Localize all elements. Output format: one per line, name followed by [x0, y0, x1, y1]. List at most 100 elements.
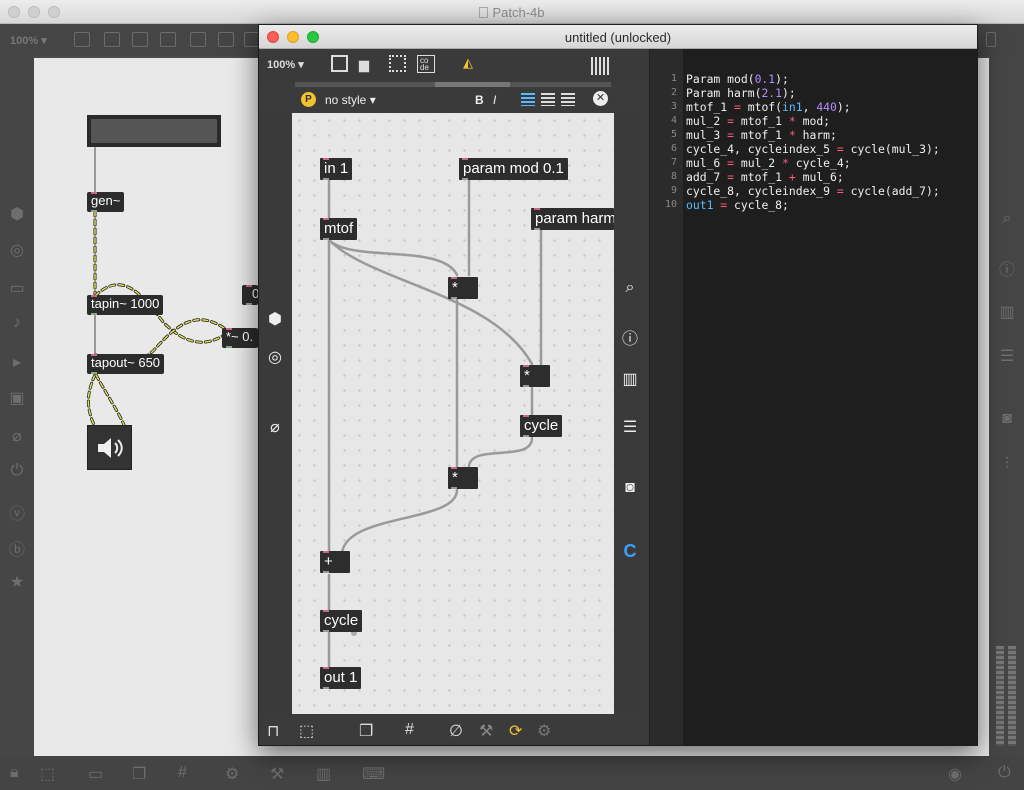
selection-icon[interactable]	[389, 55, 406, 72]
style-icon[interactable]: P	[301, 92, 316, 107]
gen-patcher-canvas[interactable]: in 1 param mod 0.1 param harm mtof * * c…	[292, 113, 614, 714]
plug-icon[interactable]: ⏻	[10, 462, 24, 479]
vimeo-icon[interactable]: ⓥ	[8, 506, 25, 523]
layers-icon[interactable]: ❐	[132, 766, 147, 783]
code-line[interactable]: Param mod(0.1);	[686, 72, 789, 86]
align-center-icon[interactable]	[541, 93, 555, 106]
presentation-icon[interactable]	[74, 32, 90, 47]
speaker-dac[interactable]	[87, 425, 132, 470]
multiply-object-c[interactable]: *	[448, 467, 478, 489]
search-icon[interactable]: ⌕	[625, 279, 635, 296]
param-harm-object[interactable]: param harm	[531, 208, 614, 230]
grid-icon[interactable]: #	[178, 764, 187, 781]
audio-play-icon[interactable]: ◉	[948, 766, 962, 783]
paint-bucket-icon[interactable]: ◭	[463, 55, 473, 70]
pane-divider[interactable]	[649, 49, 650, 745]
card-icon[interactable]: ▭	[9, 280, 25, 297]
comment-icon[interactable]	[132, 32, 148, 47]
cycle-object-b[interactable]: cycle	[320, 610, 363, 632]
code-line[interactable]: mul_3 = mtof_1 * harm;	[686, 128, 837, 142]
comment-icon[interactable]: ▆	[359, 57, 369, 72]
mtof-object[interactable]: mtof	[320, 218, 358, 240]
target-icon[interactable]: ◎	[10, 242, 24, 259]
bold-button[interactable]: B	[475, 93, 484, 107]
code-line[interactable]: cycle_4, cycleindex_5 = cycle(mul_3);	[686, 142, 940, 156]
refresh-icon[interactable]: ⟳	[509, 723, 523, 740]
star-icon[interactable]: ★	[9, 574, 25, 591]
toolbar-scroll[interactable]	[295, 82, 611, 87]
tapout-object[interactable]: tapout~ 650	[87, 354, 165, 374]
code-line[interactable]: mul_6 = mul_2 * cycle_4;	[686, 156, 851, 170]
mixer-icon[interactable]: ⫶	[1004, 456, 1009, 473]
lock-icon[interactable]: 🔒︎	[10, 764, 19, 781]
paperclip-icon[interactable]: ⌀	[12, 428, 22, 445]
style-selector[interactable]: no style ▾	[325, 93, 376, 107]
code-line[interactable]: out1 = cycle_8;	[686, 198, 789, 212]
debug-icon[interactable]: ⚙	[537, 723, 552, 740]
close-button[interactable]	[8, 6, 20, 18]
image-icon[interactable]: ▣	[9, 390, 25, 407]
button-icon[interactable]	[160, 32, 176, 47]
message-icon[interactable]	[104, 32, 120, 47]
toggle-icon[interactable]	[190, 32, 206, 47]
number-box[interactable]: 0	[242, 285, 258, 305]
piano-icon[interactable]: ▥	[316, 766, 332, 783]
close-style-icon[interactable]: ✕	[593, 91, 608, 106]
package-icon[interactable]: ⬢	[10, 206, 24, 223]
code-line[interactable]: mul_2 = mtof_1 * mod;	[686, 114, 831, 128]
pointer-icon[interactable]: ⬚	[40, 766, 56, 783]
out-1-object[interactable]: out 1	[320, 667, 362, 689]
presentation-mode-icon[interactable]: ▭	[88, 766, 104, 783]
layers-icon[interactable]: ❐	[359, 723, 374, 740]
number-icon[interactable]	[218, 32, 234, 47]
multiply-signal-object[interactable]: *~ 0.	[222, 328, 258, 348]
minimize-button[interactable]	[28, 6, 40, 18]
no-patch-icon[interactable]: ∅	[449, 723, 463, 740]
add-object[interactable]: +	[320, 551, 350, 573]
target-icon[interactable]: ◎	[268, 349, 282, 366]
info-icon[interactable]: ⓘ	[998, 262, 1015, 279]
code-line[interactable]: Param harm(2.1);	[686, 86, 796, 100]
in-1-object[interactable]: in 1	[320, 158, 353, 180]
minimize-button[interactable]	[287, 31, 299, 43]
play-icon[interactable]: ▸	[12, 354, 22, 371]
grid-view-icon[interactable]	[591, 57, 611, 75]
multiply-object-b[interactable]: *	[520, 365, 550, 387]
package-icon[interactable]: ⬢	[268, 311, 282, 328]
tapin-object[interactable]: tapin~ 1000	[87, 295, 164, 315]
search-icon[interactable]: ⌕	[1002, 210, 1012, 227]
wrench-icon[interactable]: ⚒	[270, 766, 285, 783]
power-icon[interactable]: ⏻	[998, 764, 1011, 781]
align-left-icon[interactable]	[521, 93, 535, 106]
keyboard-icon[interactable]: ⌨	[362, 766, 386, 783]
gen-object[interactable]: gen~	[87, 192, 125, 212]
pointer-icon[interactable]: ⬚	[299, 723, 315, 740]
gen-editor-window[interactable]: untitled (unlocked) 100% ▾ ▆ co de ◭ P n…	[258, 24, 978, 746]
panel-icon[interactable]	[331, 55, 348, 72]
code-button[interactable]: co de	[417, 55, 435, 73]
zoom-button[interactable]	[48, 6, 60, 18]
close-button[interactable]	[267, 31, 279, 43]
scope-display[interactable]	[87, 115, 221, 147]
code-line[interactable]: add_7 = mtof_1 + mul_6;	[686, 170, 844, 184]
list-icon[interactable]: ☰	[999, 348, 1015, 365]
camera-icon[interactable]: ◙	[625, 479, 635, 496]
hammer-icon[interactable]: ⚒	[479, 723, 494, 740]
code-editor-pane[interactable]: 1 2 3 4 5 6 7 8 9 10 Param mod(0.1); Par…	[650, 49, 977, 745]
music-note-icon[interactable]: ♪	[13, 314, 21, 331]
paperclip-icon[interactable]: ⌀	[270, 419, 280, 436]
c-code-icon[interactable]: C	[623, 541, 637, 561]
grid-icon[interactable]: #	[405, 721, 414, 738]
multiply-object-a[interactable]: *	[448, 277, 478, 299]
zoom-selector[interactable]: 100% ▾	[267, 59, 304, 71]
grid-icon[interactable]	[986, 32, 996, 47]
book-icon[interactable]: ▥	[622, 371, 638, 388]
cycle-object-a[interactable]: cycle	[520, 415, 563, 437]
list-icon[interactable]: ☰	[622, 419, 638, 436]
info-icon[interactable]: ⓘ	[621, 331, 638, 348]
code-line[interactable]: mtof_1 = mtof(in1, 440);	[686, 100, 851, 114]
book-icon[interactable]: ▥	[999, 304, 1015, 321]
code-line[interactable]: cycle_8, cycleindex_9 = cycle(add_7);	[686, 184, 940, 198]
zoom-selector[interactable]: 100% ▾	[10, 35, 47, 47]
bandcamp-icon[interactable]: ⓑ	[8, 542, 25, 559]
